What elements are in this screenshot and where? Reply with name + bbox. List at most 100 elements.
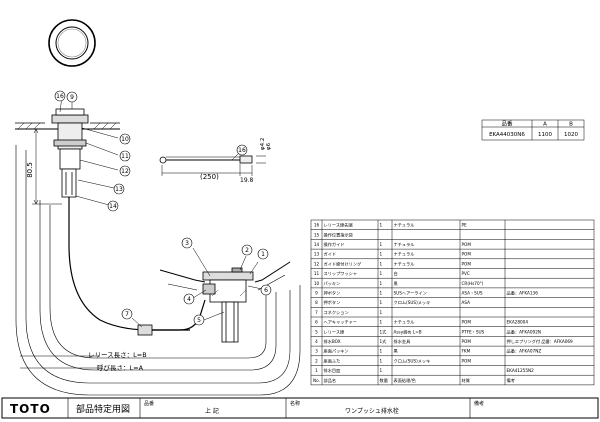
svg-text:10: 10	[121, 136, 129, 143]
parts-row-mat: Assy締め L=B	[394, 328, 422, 335]
svg-text:2: 2	[245, 247, 249, 254]
parts-row-mat: クロム(SUS)メッキ	[394, 358, 431, 364]
svg-text:7: 7	[125, 311, 129, 318]
parts-row-mat: 黒	[394, 281, 398, 287]
callout-13: 13	[113, 183, 125, 195]
callout-4: 4	[183, 293, 195, 305]
parts-header-note: 備考	[507, 377, 515, 384]
dim-80-5-label: 80.5	[26, 162, 34, 178]
parts-row-mat: ナチュラル	[394, 320, 415, 326]
parts-row-mat: 白	[394, 270, 398, 277]
callout-2: 2	[241, 244, 253, 256]
parts-row-name: 座面パッキン	[324, 348, 349, 355]
svg-text:3: 3	[185, 240, 189, 247]
parts-row-mat: 排水金具	[394, 338, 412, 345]
svg-text:16: 16	[56, 93, 64, 100]
parts-row-mat: SUSヘアーライン	[394, 290, 427, 296]
svg-text:11: 11	[121, 153, 129, 160]
svg-text:6: 6	[264, 287, 268, 294]
svg-text:14: 14	[109, 203, 117, 210]
parts-row-spec: POM	[462, 358, 472, 363]
parts-row-mat: ナチュラル	[394, 261, 415, 267]
nominal-length-label: 呼び長さ：L=A	[97, 363, 144, 372]
parts-row-spec: CR(Hs70°)	[462, 281, 484, 286]
parts-header-qty: 数量	[380, 377, 388, 384]
parts-row-note: 品番：AFKA07NZ	[507, 348, 542, 355]
push-button-top-view	[48, 19, 96, 67]
parts-row-spec: PTFE・SUS	[462, 329, 485, 334]
parts-header-no: No.	[313, 378, 320, 383]
parts-row-name: ヘアキャッチャー	[324, 320, 357, 326]
parts-row-name: 押ボタン	[324, 299, 341, 306]
parts-row-no: 9	[315, 290, 318, 295]
parts-row-spec: ASA・SUS	[462, 290, 483, 295]
callout-14: 14	[107, 200, 119, 212]
size-header-model: 品番	[501, 121, 513, 128]
name-label: 名称	[290, 400, 300, 407]
model-value: 上 記	[205, 407, 219, 415]
parts-row-mat: ナチュラル	[394, 223, 415, 229]
parts-row-name: 操作位置指示袋	[324, 231, 354, 238]
callout-12: 12	[119, 165, 131, 177]
svg-text:13: 13	[115, 186, 123, 193]
size-header-b: B	[569, 122, 573, 128]
parts-row-no: 1	[315, 368, 318, 373]
parts-row-no: 16	[314, 223, 320, 228]
parts-row-qty: 1式	[380, 328, 388, 334]
parts-row-mat: クロム(SUS)メッキ	[394, 300, 431, 306]
parts-row-mat: ナチュラル	[394, 242, 415, 248]
size-cell-b: 1020	[564, 132, 578, 138]
svg-text:4: 4	[187, 296, 191, 303]
parts-row-no: 12	[314, 261, 320, 266]
parts-row-spec: POM	[462, 252, 472, 257]
parts-row-name: レリース線先端	[324, 222, 353, 229]
parts-row-qty: 1	[380, 223, 383, 228]
callout-6: 6	[260, 284, 272, 296]
dimension-80-5	[32, 128, 62, 205]
parts-row-mat: 黒	[394, 349, 398, 355]
parts-row-qty: 1	[380, 261, 383, 266]
parts-row-qty: 1	[380, 349, 383, 354]
doc-title: 部品特定用図	[76, 403, 130, 415]
svg-text:9: 9	[70, 94, 74, 101]
dim-250-label: (250)	[200, 173, 219, 181]
parts-row-no: 11	[314, 271, 320, 276]
callout-3: 3	[181, 237, 193, 249]
toto-logo: TOTO	[10, 402, 51, 416]
svg-text:1: 1	[261, 251, 265, 258]
parts-row-no: 15	[314, 232, 320, 237]
parts-row-name: 排水目皿	[324, 367, 342, 374]
callout-9: 9	[66, 91, 78, 103]
parts-row-qty: 1	[380, 242, 383, 247]
parts-row-note: 品番：AFKA136	[507, 289, 539, 296]
callout-11: 11	[119, 150, 131, 162]
parts-row-qty: 1	[380, 368, 383, 373]
parts-row-qty: 1	[380, 320, 383, 325]
parts-table-grid	[310, 219, 595, 386]
parts-row-no: 2	[315, 358, 318, 363]
parts-row-note: EKA28004	[507, 320, 529, 325]
parts-row-name: スリップワッシャ	[324, 271, 358, 277]
parts-row-no: 8	[315, 300, 318, 305]
parts-row-name: 座面ふた	[324, 357, 341, 364]
svg-text:16: 16	[238, 147, 246, 154]
dim-phi-6-label: φ6	[266, 142, 272, 150]
parts-row-qty: 1式	[380, 338, 388, 344]
parts-row-qty: 1	[380, 358, 383, 363]
parts-row-spec: POM	[462, 339, 472, 344]
parts-row-note: EKA41255N2	[507, 368, 535, 373]
parts-row-qty: 1	[380, 310, 383, 315]
parts-row-mat: ナチュラル	[394, 252, 415, 258]
title-block	[1, 397, 599, 419]
model-label: 品番	[144, 400, 154, 407]
name-value: ワンプッシュ排水栓	[345, 407, 399, 415]
push-button-section	[15, 108, 120, 205]
parts-row-no: 7	[315, 310, 318, 315]
svg-text:12: 12	[121, 168, 129, 175]
callout-leaders	[59, 95, 263, 328]
parts-row-name: レリース線	[324, 328, 346, 334]
parts-row-name: パッキン	[324, 281, 341, 286]
parts-row-spec: POM	[462, 261, 472, 266]
svg-text:5: 5	[197, 317, 201, 324]
